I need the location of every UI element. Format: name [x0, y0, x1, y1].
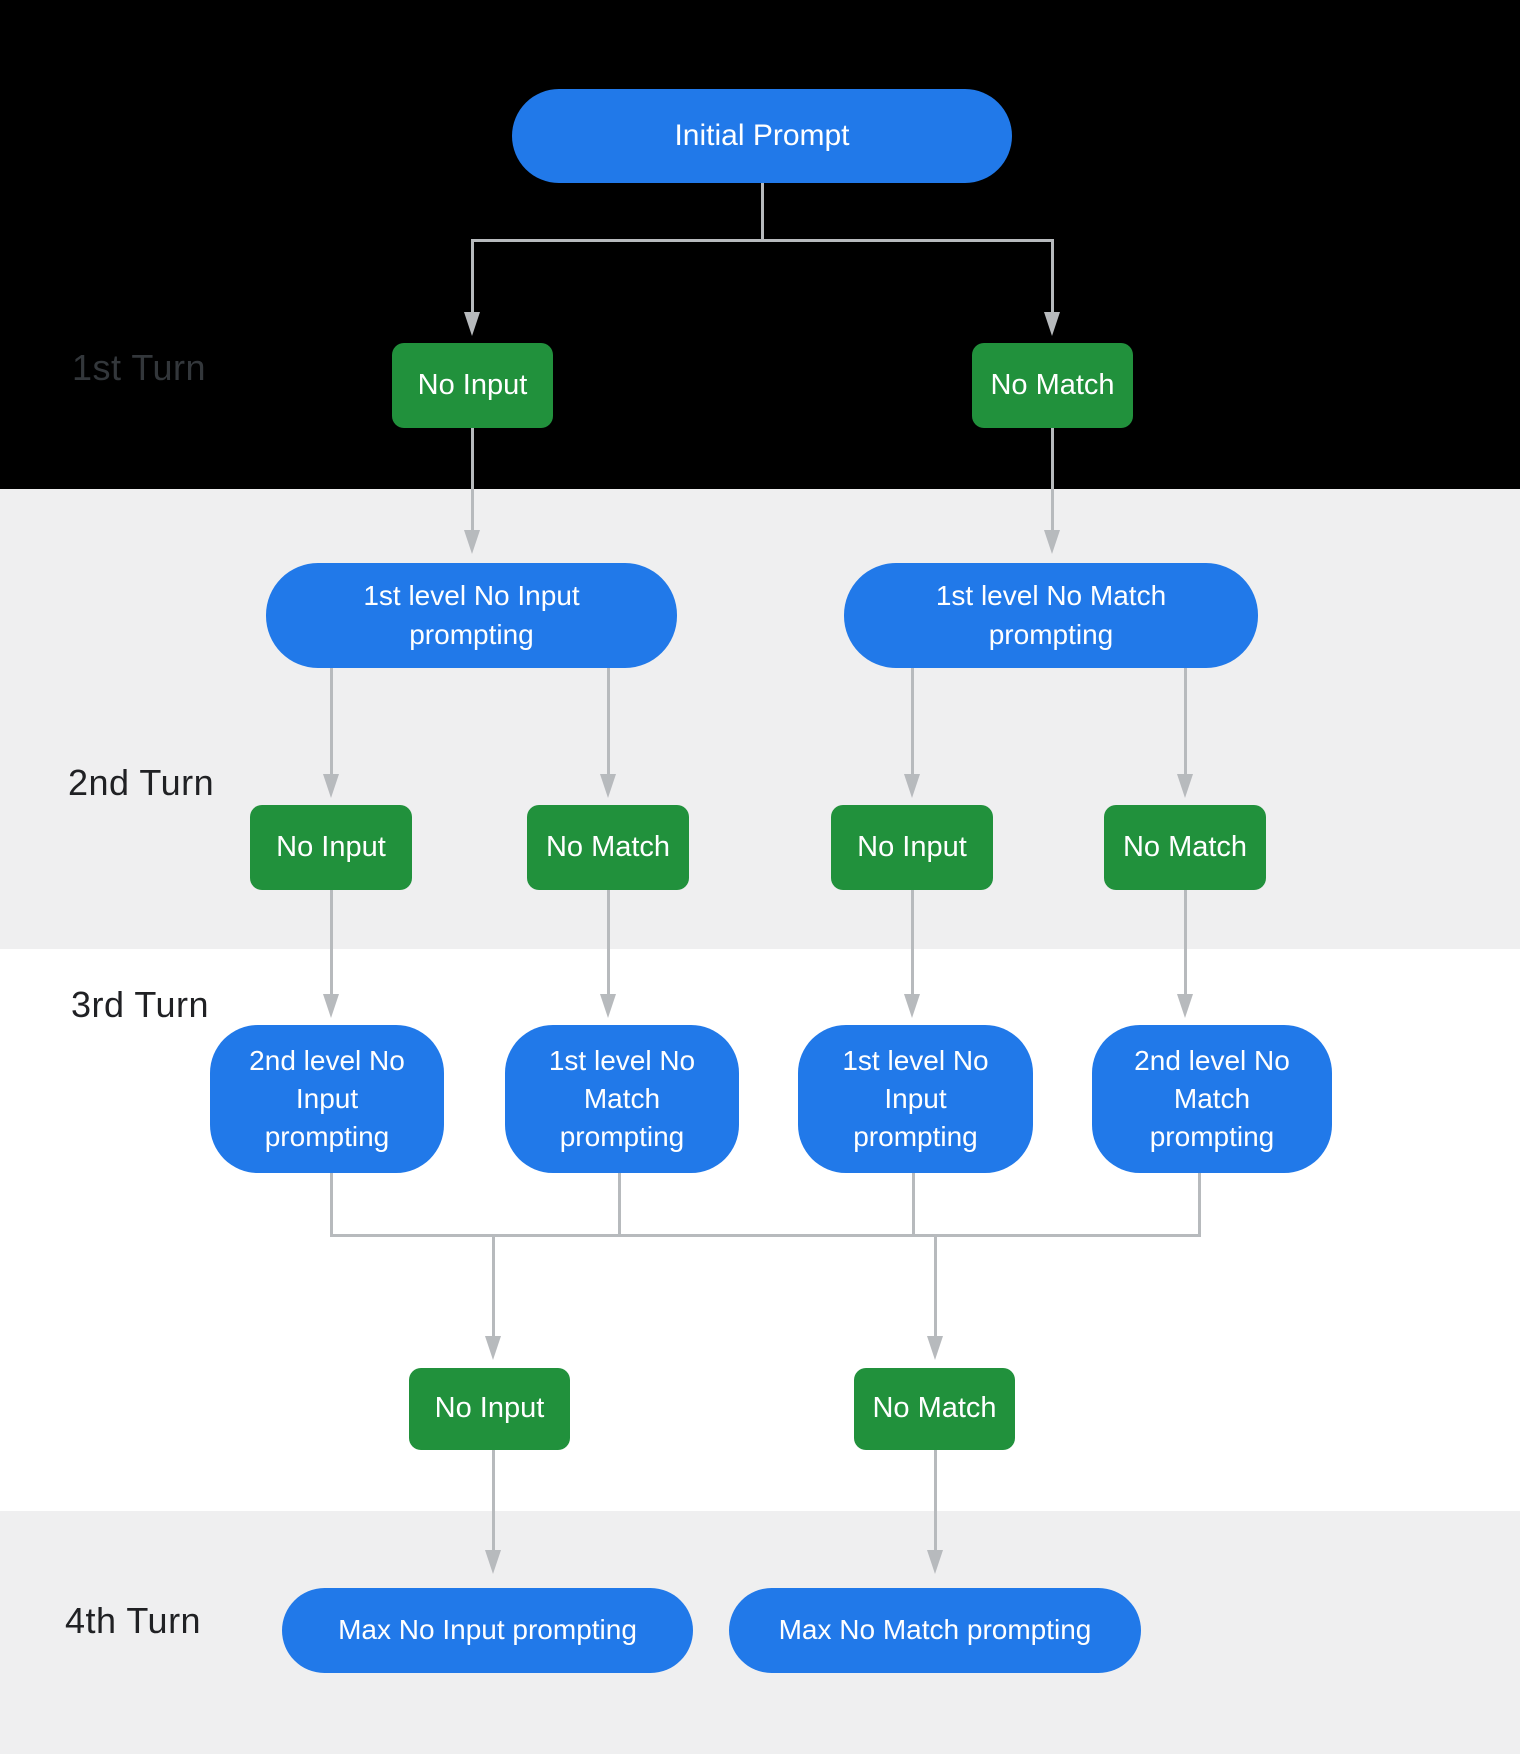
arrow-down-icon [323, 994, 339, 1018]
connector-line [329, 668, 333, 778]
node-turn2-no-match-right: No Match [1104, 805, 1266, 890]
connector-line [910, 668, 914, 778]
node-turn1-no-input: No Input [392, 343, 553, 428]
connector-line [1050, 239, 1054, 316]
node-level2-no-match-prompting: 2nd level No Match prompting [1092, 1025, 1332, 1173]
turn2-section-band [0, 489, 1520, 949]
node-initial-prompt: Initial Prompt [512, 89, 1012, 183]
node-level1-no-input-prompting-b: 1st level No Input prompting [798, 1025, 1033, 1173]
arrow-down-icon [927, 1336, 943, 1360]
arrow-down-icon [1177, 774, 1193, 798]
turn1-section-band [0, 0, 1520, 489]
node-turn2-no-input-left: No Input [250, 805, 412, 890]
arrow-down-icon [464, 312, 480, 336]
connector-line [617, 1173, 621, 1236]
connector-line [933, 1450, 937, 1550]
node-turn3-no-match: No Match [854, 1368, 1015, 1450]
arrow-down-icon [927, 1550, 943, 1574]
node-level1-no-match-prompting-b: 1st level No Match prompting [505, 1025, 739, 1173]
connector-line [470, 239, 1054, 242]
connector-line [491, 1234, 495, 1336]
node-turn3-no-input: No Input [409, 1368, 570, 1450]
arrow-down-icon [1044, 312, 1060, 336]
turn-3-label: 3rd Turn [71, 984, 210, 1025]
connector-line [491, 1450, 495, 1550]
arrow-down-icon [904, 994, 920, 1018]
turn-1-label: 1st Turn [72, 347, 207, 388]
connector-line [606, 668, 610, 778]
connector-line [329, 1234, 1201, 1237]
connector-line [606, 890, 610, 994]
node-turn2-no-input-right: No Input [831, 805, 993, 890]
arrow-down-icon [600, 994, 616, 1018]
connector-line [329, 890, 333, 994]
connector-line [1197, 1173, 1201, 1236]
arrow-down-icon [1177, 994, 1193, 1018]
turn-2-label: 2nd Turn [68, 762, 215, 803]
node-level2-no-input-prompting: 2nd level No Input prompting [210, 1025, 444, 1173]
arrow-down-icon [464, 530, 480, 554]
connector-line [470, 428, 474, 534]
arrow-down-icon [323, 774, 339, 798]
connector-line [910, 890, 914, 994]
connector-line [1183, 890, 1187, 994]
connector-line [1183, 668, 1187, 778]
connector-line [760, 183, 764, 239]
arrow-down-icon [904, 774, 920, 798]
node-max-no-match-prompting: Max No Match prompting [729, 1588, 1141, 1673]
connector-line [1050, 428, 1054, 534]
arrow-down-icon [600, 774, 616, 798]
connector-line [470, 239, 474, 316]
arrow-down-icon [485, 1336, 501, 1360]
connector-line [933, 1234, 937, 1336]
arrow-down-icon [1044, 530, 1060, 554]
node-level1-no-input-prompting: 1st level No Input prompting [266, 563, 677, 668]
connector-line [329, 1173, 333, 1236]
node-level1-no-match-prompting: 1st level No Match prompting [844, 563, 1258, 668]
connector-line [911, 1173, 915, 1236]
node-turn2-no-match-left: No Match [527, 805, 689, 890]
node-turn1-no-match: No Match [972, 343, 1133, 428]
turn-4-label: 4th Turn [65, 1600, 202, 1641]
node-max-no-input-prompting: Max No Input prompting [282, 1588, 693, 1673]
arrow-down-icon [485, 1550, 501, 1574]
